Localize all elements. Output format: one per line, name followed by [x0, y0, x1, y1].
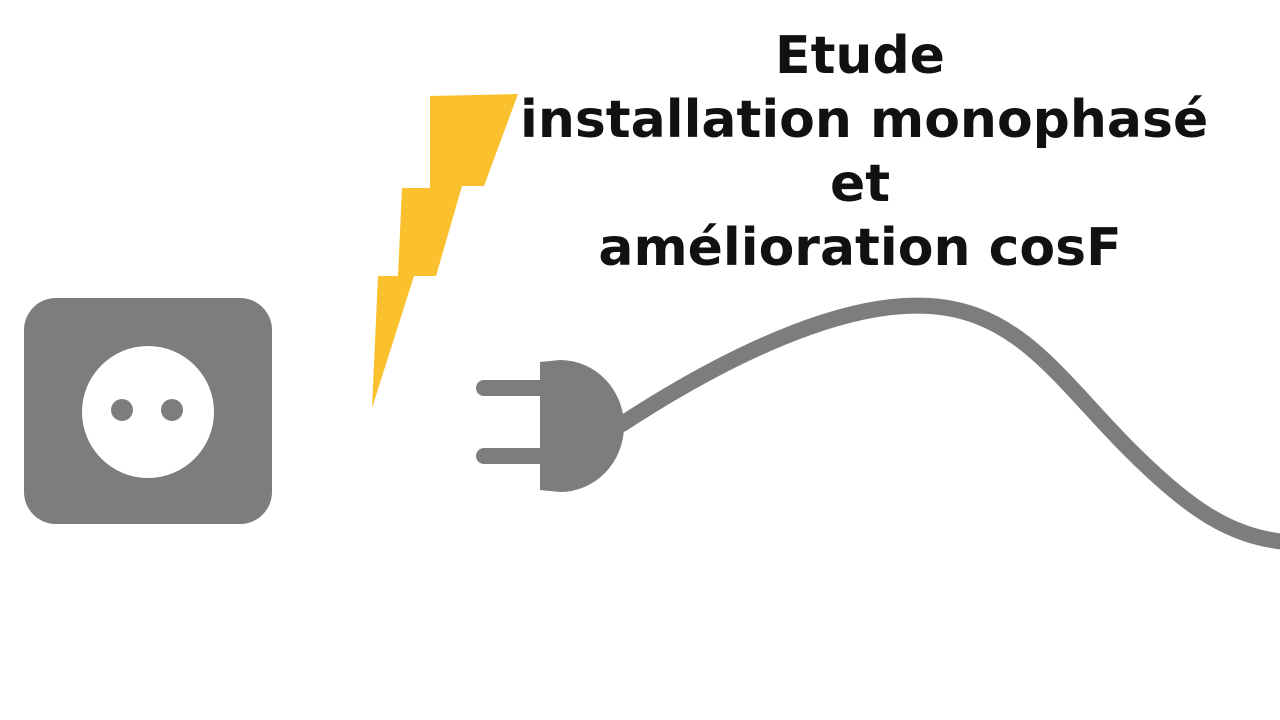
- title-line-4: amélioration cosF: [598, 218, 1122, 278]
- lightning-bolt-icon: [372, 94, 518, 408]
- power-socket-icon: [24, 298, 272, 524]
- title-line-1: Etude: [775, 26, 945, 86]
- power-plug-icon: [476, 360, 624, 492]
- title-line-2: installation monophasé: [520, 90, 1209, 150]
- title-line-3: et: [829, 154, 891, 214]
- power-cable: [614, 297, 1280, 550]
- title-block: Etude installation monophasé et améliora…: [520, 24, 1209, 280]
